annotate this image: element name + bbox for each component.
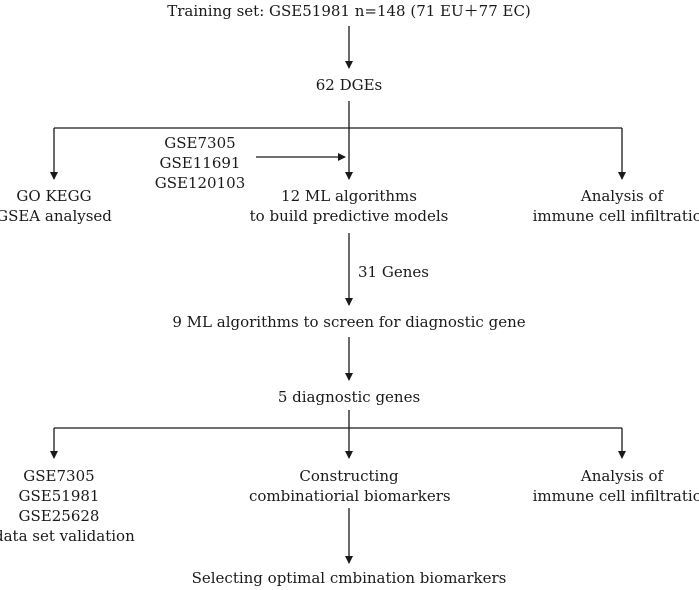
node-go-kegg: GO KEGG GSEA analysed	[0, 186, 114, 226]
external-dataset-2: GSE11691	[159, 154, 241, 172]
go-kegg-line-1: GO KEGG	[16, 187, 92, 205]
node-diag-genes: 5 diagnostic genes	[249, 387, 449, 407]
node-dges: 62 DGEs	[249, 75, 449, 95]
immune-bottom-line-1: Analysis of	[580, 467, 664, 485]
node-training-set: Training set: GSE51981 n=148 (71 EU＋77 E…	[149, 1, 549, 21]
selecting-text: Selecting optimal cmbination biomarkers	[191, 569, 507, 587]
immune-top-line-2: immune cell infiltration	[532, 207, 699, 225]
genes31-text: 31 Genes	[358, 263, 429, 281]
immune-top-line-1: Analysis of	[580, 187, 664, 205]
dges-text: 62 DGEs	[315, 76, 383, 94]
training-set-text: Training set: GSE51981 n=148 (71 EU＋77 E…	[167, 2, 531, 20]
external-dataset-3: GSE120103	[154, 174, 246, 192]
constructing-line-1: Constructing	[299, 467, 399, 485]
validation-line-3: GSE25628	[18, 507, 100, 525]
go-kegg-line-2: GSEA analysed	[0, 207, 112, 225]
node-ml12: 12 ML algorithms to build predictive mod…	[224, 186, 474, 226]
immune-bottom-line-2: immune cell infiltration	[532, 487, 699, 505]
edge-label-31-genes: 31 Genes	[358, 262, 429, 282]
node-validation: GSE7305 GSE51981 GSE25628 data set valid…	[0, 466, 135, 546]
ml9-text: 9 ML algorithms to screen for diagnostic…	[172, 313, 526, 331]
constructing-line-2: combinatiorial biomarkers	[249, 487, 451, 505]
validation-line-1: GSE7305	[23, 467, 95, 485]
node-selecting: Selecting optimal cmbination biomarkers	[149, 568, 549, 588]
node-immune-top: Analysis of immune cell infiltration	[526, 186, 699, 226]
node-immune-bottom: Analysis of immune cell infiltration	[526, 466, 699, 506]
validation-line-2: GSE51981	[18, 487, 100, 505]
ml12-line-2: to build predictive models	[249, 207, 449, 225]
node-external-datasets: GSE7305 GSE11691 GSE120103	[150, 133, 250, 193]
node-constructing: Constructing combinatiorial biomarkers	[249, 466, 451, 506]
external-dataset-1: GSE7305	[164, 134, 236, 152]
ml12-line-1: 12 ML algorithms	[281, 187, 417, 205]
validation-line-4: data set validation	[0, 527, 135, 545]
diag-genes-text: 5 diagnostic genes	[277, 388, 421, 406]
node-ml9: 9 ML algorithms to screen for diagnostic…	[149, 312, 549, 332]
